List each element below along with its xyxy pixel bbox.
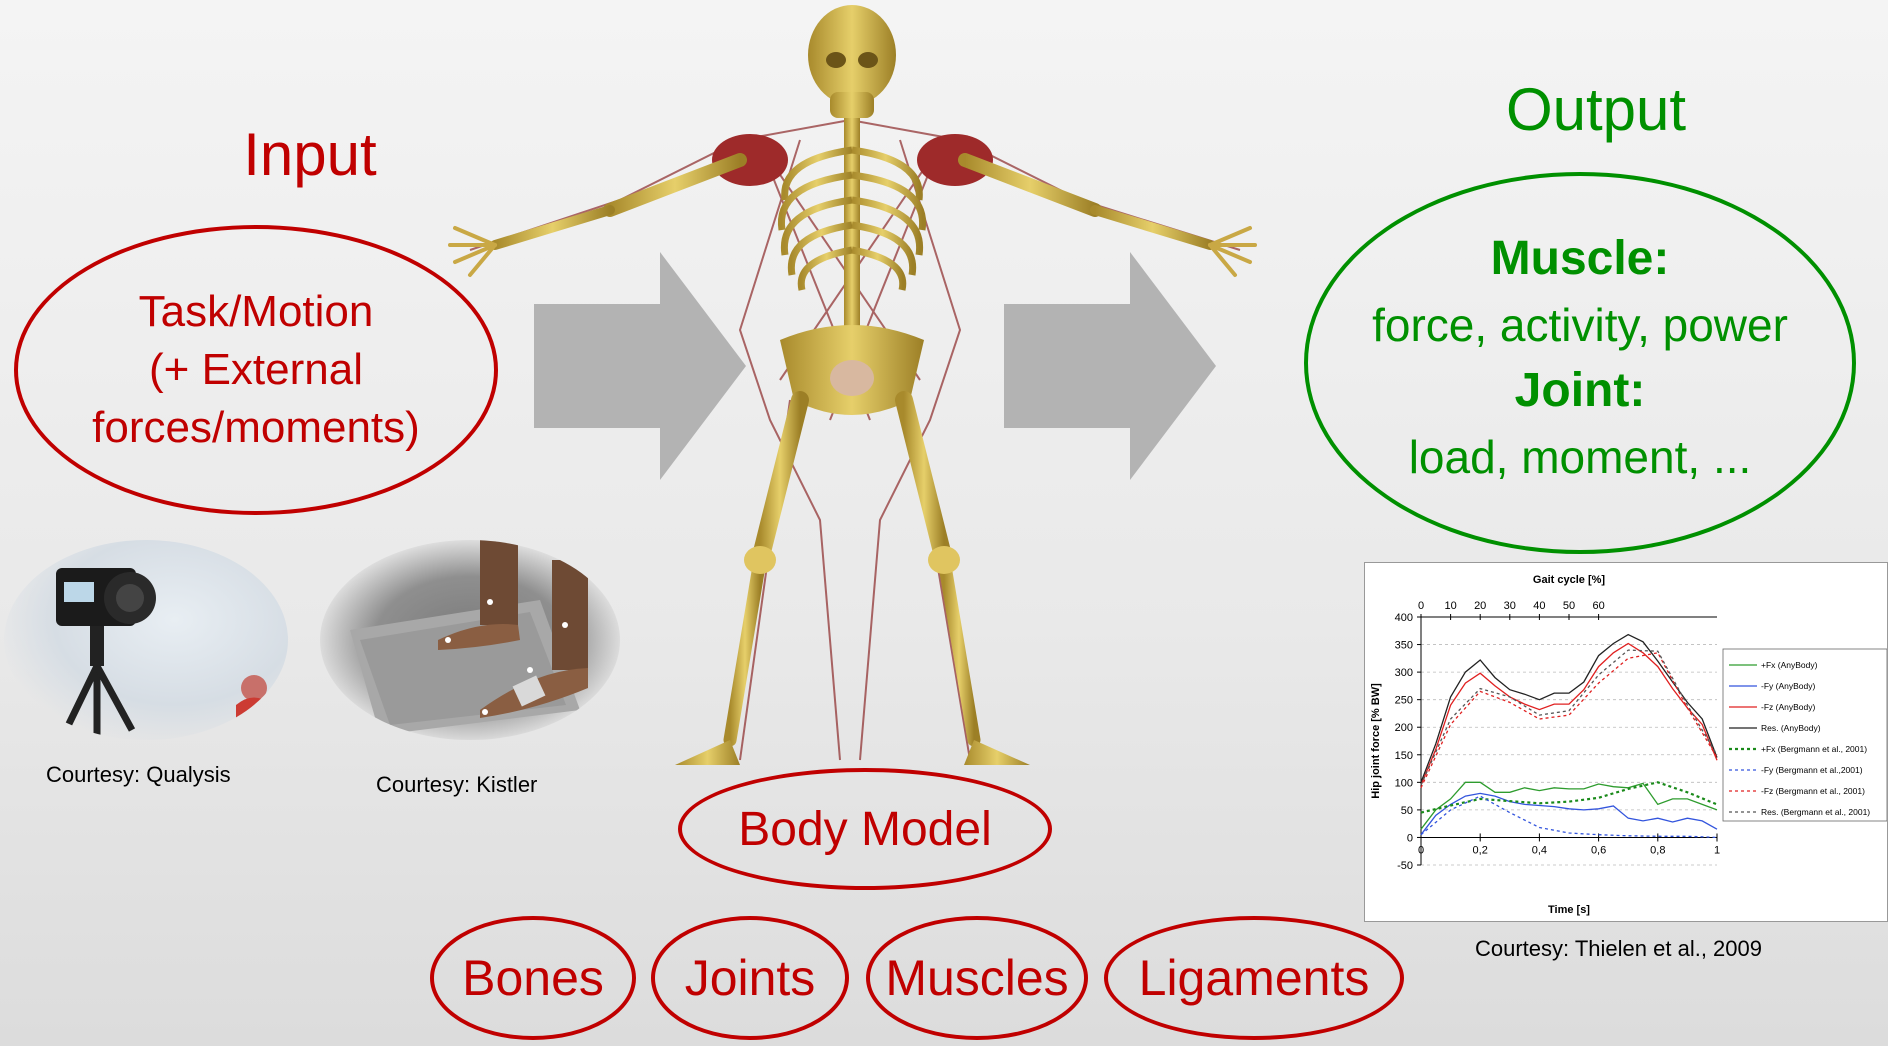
- chart-series-line: [1421, 796, 1717, 837]
- input-line-2: (+ External: [92, 341, 420, 399]
- output-heading: Output: [1446, 75, 1746, 144]
- body-model-label: Body Model: [738, 802, 991, 857]
- chart-y-tick-label: 200: [1395, 722, 1413, 734]
- chart-legend-label: -Fy (Bergmann et al.,2001): [1761, 765, 1863, 775]
- joints-label: Joints: [685, 949, 816, 1007]
- joints-ellipse: Joints: [651, 916, 849, 1040]
- chart-top-axis-title: Gait cycle [%]: [1533, 574, 1605, 586]
- courtesy-thielen: Courtesy: Thielen et al., 2009: [1475, 936, 1762, 962]
- chart-legend-label: +Fx (Bergmann et al., 2001): [1761, 744, 1867, 754]
- input-heading: Input: [160, 120, 460, 189]
- chart-y-tick-label: 100: [1395, 777, 1413, 789]
- chart-x-tick-label: 0,2: [1473, 844, 1488, 856]
- input-ellipse: Task/Motion (+ External forces/moments): [14, 225, 498, 515]
- chart-legend-label: Res. (Bergmann et al., 2001): [1761, 807, 1870, 817]
- input-line-1: Task/Motion: [92, 283, 420, 341]
- chart-legend-label: +Fx (AnyBody): [1761, 660, 1818, 670]
- chart-y-tick-label: 50: [1401, 805, 1413, 817]
- chart-top-tick-label: 40: [1533, 600, 1545, 612]
- chart-legend-label: -Fz (Bergmann et al., 2001): [1761, 786, 1865, 796]
- chart-top-tick-label: 20: [1474, 600, 1486, 612]
- muscles-ellipse: Muscles: [866, 916, 1088, 1040]
- chart-y-tick-label: 300: [1395, 667, 1413, 679]
- chart-top-tick-label: 0: [1418, 600, 1424, 612]
- chart-series-line: [1421, 793, 1717, 834]
- chart-x-tick-label: 0,8: [1650, 844, 1665, 856]
- joint-label: Joint:: [1372, 358, 1788, 424]
- chart-y-tick-label: 400: [1395, 612, 1413, 624]
- muscle-text: force, activity, power: [1372, 292, 1788, 358]
- chart-top-tick-label: 30: [1504, 600, 1516, 612]
- muscle-label: Muscle:: [1372, 226, 1788, 292]
- chart-legend-label: Res. (AnyBody): [1761, 723, 1821, 733]
- chart-x-tick-label: 0,6: [1591, 844, 1606, 856]
- chart-x-tick-label: 0: [1418, 844, 1424, 856]
- ligaments-label: Ligaments: [1139, 949, 1370, 1007]
- courtesy-qualysis: Courtesy: Qualysis: [46, 762, 231, 788]
- chart-y-axis-title: Hip joint force [% BW]: [1370, 683, 1382, 799]
- chart-x-tick-label: 0,4: [1532, 844, 1547, 856]
- input-line-3: forces/moments): [92, 399, 420, 457]
- chart-series-line: [1421, 782, 1717, 812]
- skeleton-body-model-illustration: [440, 0, 1270, 790]
- joint-text: load, moment, ...: [1372, 424, 1788, 490]
- chart-x-axis-title: Time [s]: [1548, 904, 1590, 916]
- chart-y-tick-label: -50: [1397, 860, 1413, 872]
- chart-y-tick-label: 0: [1407, 832, 1413, 844]
- chart-y-tick-label: 350: [1395, 640, 1413, 652]
- chart-top-tick-label: 60: [1592, 600, 1604, 612]
- chart-top-tick-label: 10: [1444, 600, 1456, 612]
- body-model-ellipse: Body Model: [678, 768, 1052, 890]
- chart-series-line: [1421, 650, 1717, 785]
- bones-label: Bones: [462, 949, 604, 1007]
- ligaments-ellipse: Ligaments: [1104, 916, 1404, 1040]
- chart-top-tick-label: 50: [1563, 600, 1575, 612]
- chart-y-tick-label: 150: [1395, 750, 1413, 762]
- chart-legend-label: -Fz (AnyBody): [1761, 702, 1815, 712]
- qualysis-camera-photo: [4, 540, 288, 740]
- muscles-label: Muscles: [885, 949, 1068, 1007]
- bones-ellipse: Bones: [430, 916, 636, 1040]
- chart-legend-label: -Fy (AnyBody): [1761, 681, 1815, 691]
- chart-y-tick-label: 250: [1395, 695, 1413, 707]
- output-ellipse: Muscle: force, activity, power Joint: lo…: [1304, 172, 1856, 554]
- chart-x-tick-label: 1: [1714, 844, 1720, 856]
